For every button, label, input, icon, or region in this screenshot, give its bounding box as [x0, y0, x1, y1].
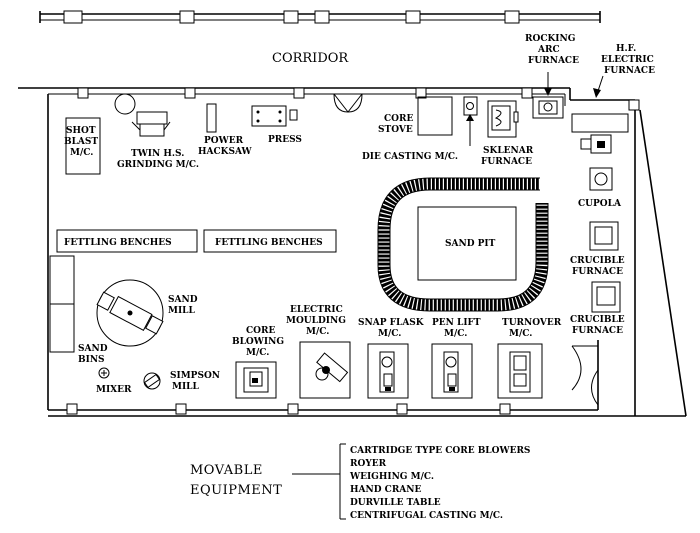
- press-machine: [251, 105, 298, 127]
- core-blowing-machine: [235, 361, 277, 399]
- core-stove-label: CORE STOVE: [378, 114, 416, 135]
- sand-pit-label: SAND PIT: [445, 239, 496, 249]
- movable-item: HAND CRANE: [350, 485, 422, 495]
- simpson-mill-label: SIMPSON MILL: [170, 371, 223, 392]
- sand-pit: [417, 206, 517, 281]
- twin-grinding-label: TWIN H.S. GRINDING M/C.: [117, 149, 199, 170]
- fettling-bench-2-label: FETTLING BENCHES: [215, 238, 323, 248]
- crucible-furnace-2-unit: [591, 281, 621, 313]
- electric-moulding-label: ELECTRIC MOULDING M/C.: [286, 305, 349, 337]
- corridor-label: CORRIDOR: [272, 51, 349, 66]
- simpson-mill-unit: [143, 372, 161, 390]
- pen-lift-label: PEN LIFT M/C.: [432, 318, 484, 339]
- shot-blast-machine: [65, 117, 101, 175]
- hf-electric-furnace-unit: [571, 113, 629, 154]
- movable-item: CENTRIFUGAL CASTING M/C.: [350, 511, 503, 521]
- snap-flask-label: SNAP FLASK M/C.: [358, 318, 427, 339]
- pen-lift-machine: [431, 343, 473, 399]
- rocking-arc-furnace-unit: [532, 96, 564, 119]
- crucible-furnace-1-unit: [589, 221, 619, 251]
- sklenar-label: SKLENAR FURNACE: [481, 146, 536, 167]
- shot-blast-label: SHOT BLAST M/C.: [64, 126, 101, 158]
- double-door: [333, 93, 363, 113]
- turnover-machine: [497, 343, 543, 399]
- movable-equipment-title: MOVABLE EQUIPMENT: [190, 463, 282, 498]
- die-casting-label: DIE CASTING M/C.: [362, 152, 458, 162]
- twin-grinding-machine: [114, 93, 171, 137]
- conveyor-track: [377, 177, 549, 312]
- cupola-unit: [589, 167, 613, 191]
- power-hacksaw-machine: [206, 103, 217, 133]
- movable-item: ROYER: [350, 459, 387, 469]
- fettling-bench-1: [56, 229, 198, 253]
- cupola-label: CUPOLA: [578, 199, 622, 209]
- movable-equipment-list: CARTRIDGE TYPE CORE BLOWERS ROYER WEIGHI…: [349, 446, 534, 521]
- sand-mill-label: SAND MILL: [168, 295, 201, 316]
- fettling-bench-2: [203, 229, 337, 253]
- corridor-top-wall: [39, 10, 601, 24]
- sand-bins-unit: [49, 255, 75, 353]
- core-stove-unit: [417, 96, 453, 136]
- snap-flask-machine: [367, 343, 409, 399]
- sklenar-furnace-unit: [487, 100, 519, 138]
- turnover-label: TURNOVER M/C.: [502, 318, 564, 339]
- die-casting-machine: [463, 96, 478, 146]
- movable-item: DURVILLE TABLE: [350, 498, 441, 508]
- electric-moulding-machine: [299, 341, 351, 399]
- core-blowing-label: CORE BLOWING M/C.: [232, 326, 287, 358]
- press-label: PRESS: [268, 135, 302, 145]
- movable-item: WEIGHING M/C.: [349, 472, 434, 482]
- mixer-label: MIXER: [96, 385, 132, 395]
- sand-bins-label: SAND BINS: [78, 344, 111, 365]
- power-hacksaw-label: POWER HACKSAW: [198, 136, 253, 157]
- mixer-unit: [98, 367, 110, 379]
- building-walls: [18, 87, 687, 417]
- movable-item: CARTRIDGE TYPE CORE BLOWERS: [350, 446, 530, 456]
- sand-mill-unit: [96, 279, 164, 347]
- fettling-bench-1-label: FETTLING BENCHES: [64, 238, 172, 248]
- rocking-arc-label: ROCKING ARC FURNACE: [525, 34, 579, 66]
- hf-electric-label: H.F. ELECTRIC FURNACE: [601, 44, 657, 76]
- crucible-2-label: CRUCIBLE FURNACE: [570, 315, 628, 336]
- movable-equipment-bracket: [292, 443, 346, 520]
- crucible-1-label: CRUCIBLE FURNACE: [570, 256, 628, 277]
- side-door: [571, 340, 599, 410]
